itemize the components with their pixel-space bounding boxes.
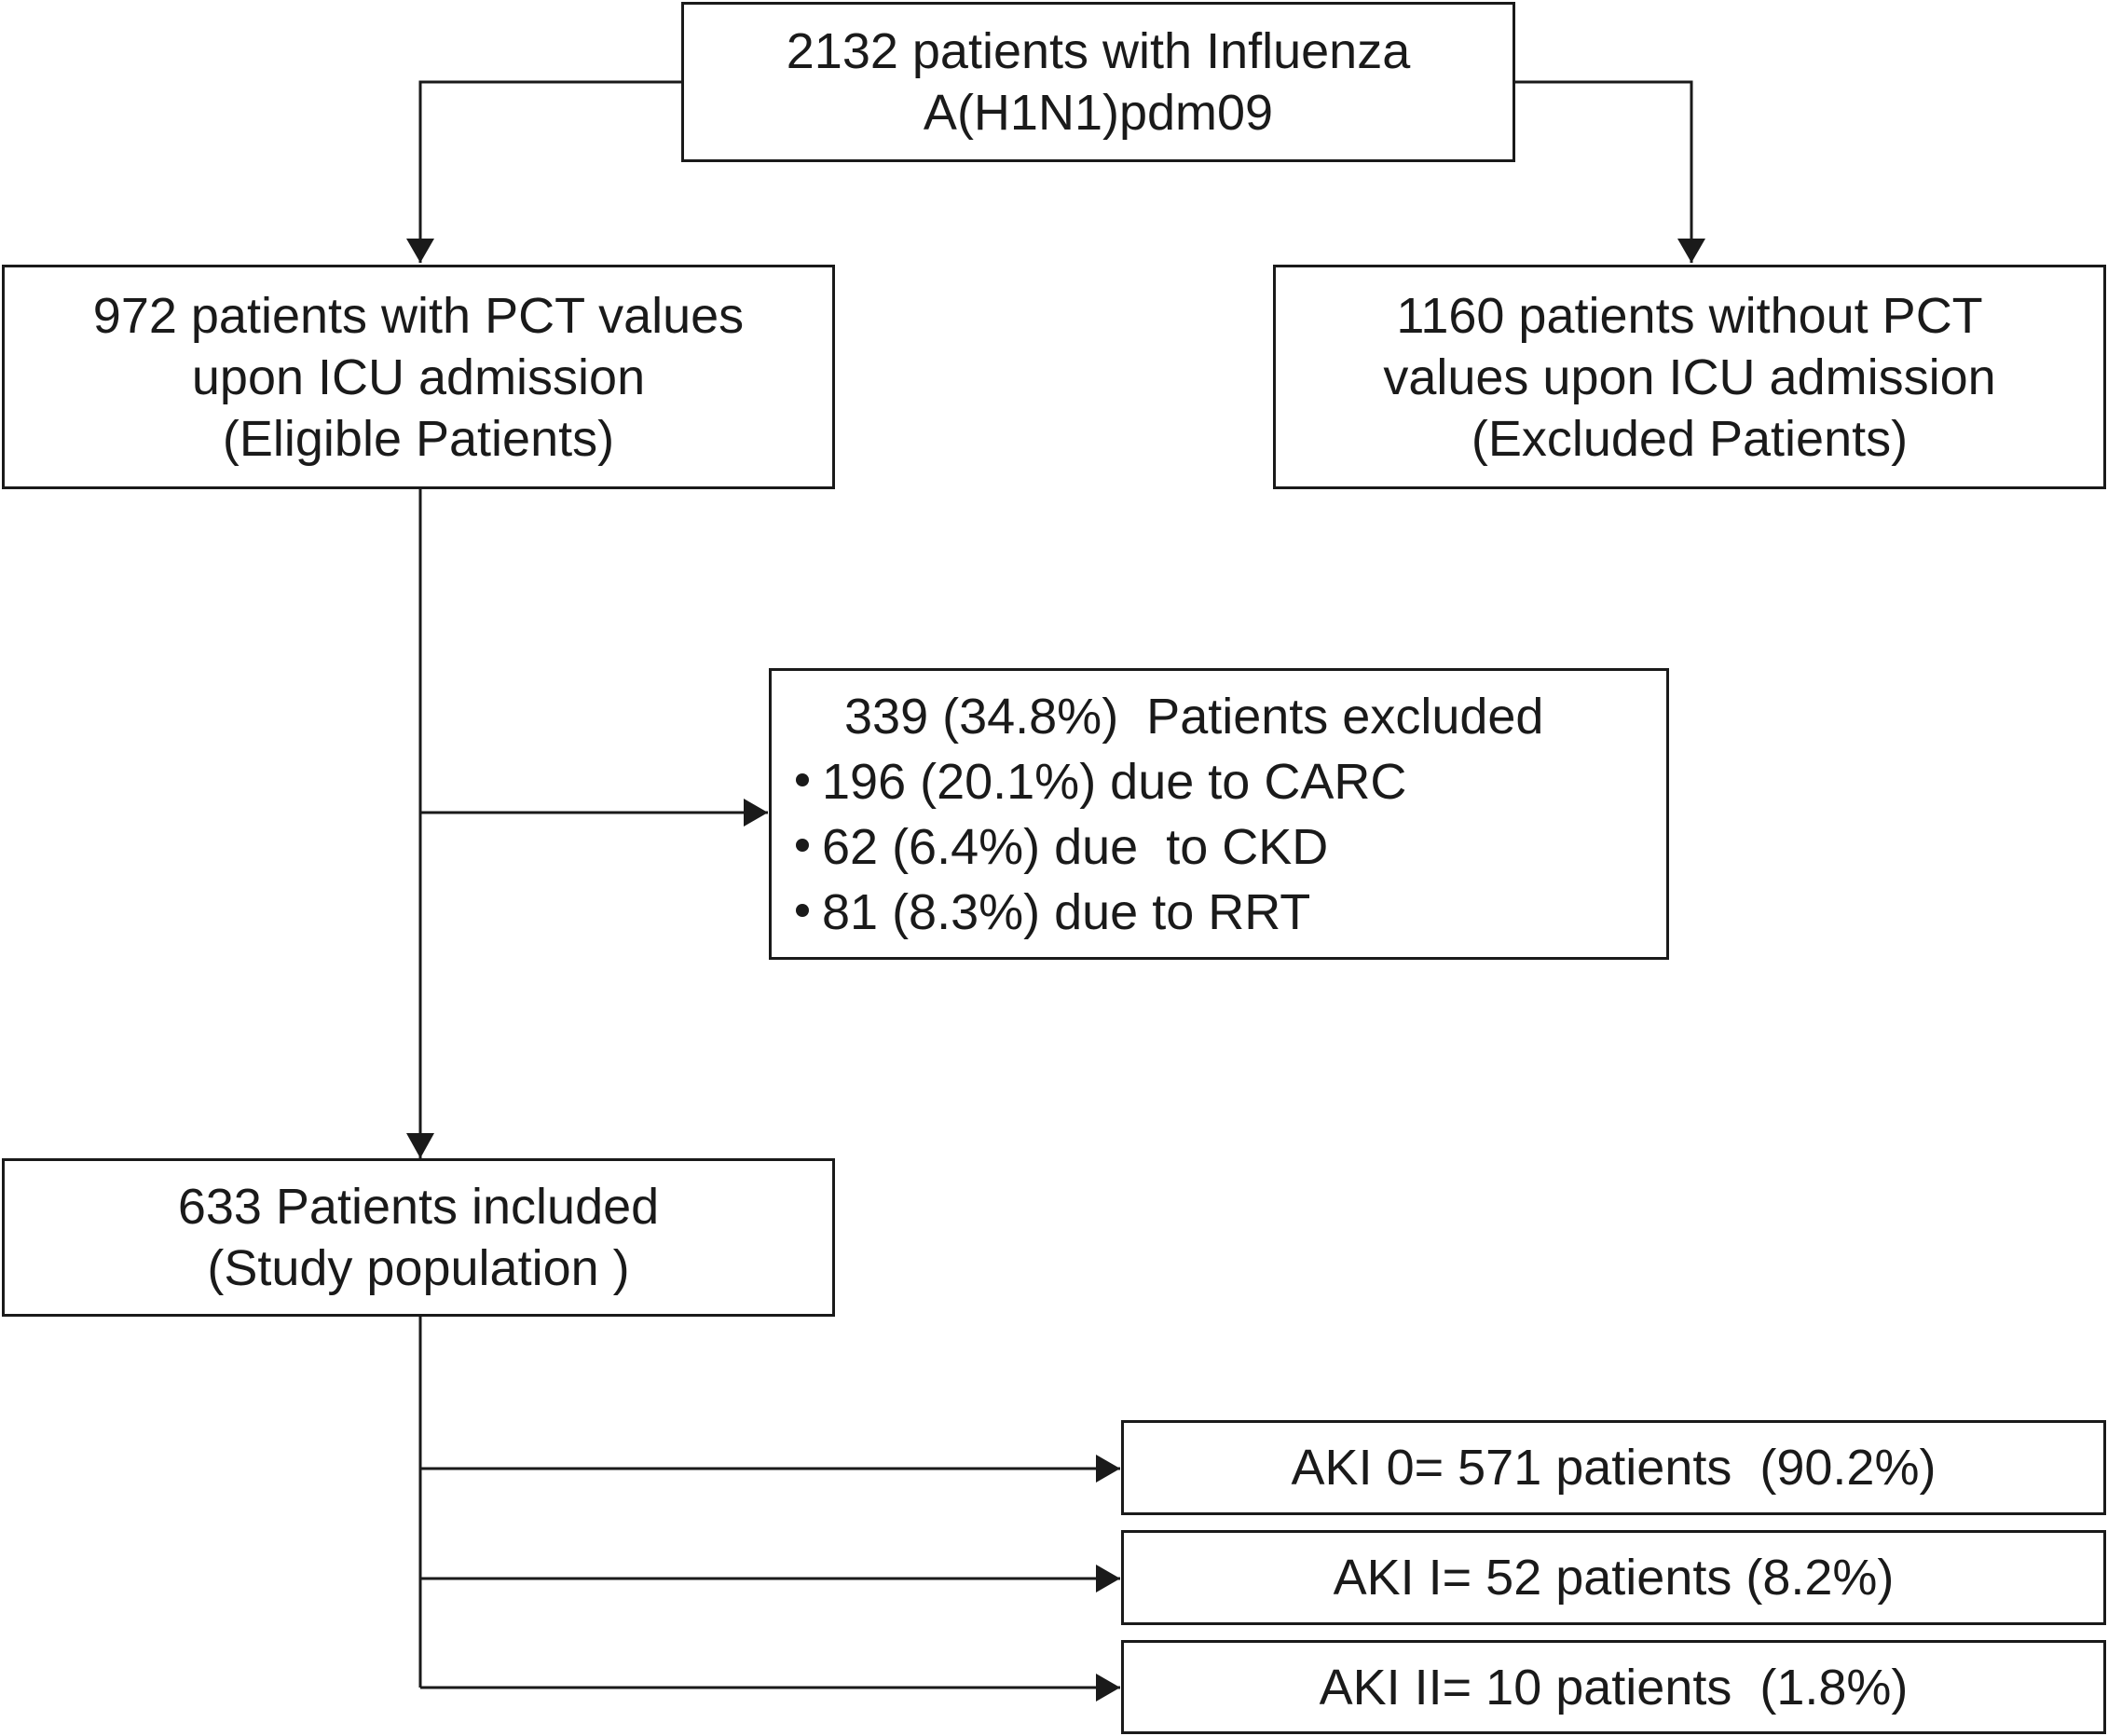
study-line-1: 633 Patients included (177, 1179, 660, 1235)
exclusions-title: 339 (34.8%) Patients excluded (844, 688, 1544, 745)
eligible-patients-box: 972 patients with PCT values upon ICU ad… (2, 265, 835, 489)
arrowhead-aki2 (1096, 1674, 1120, 1702)
arrow-source-to-excluded-no-pct (1515, 80, 1693, 263)
bullet-icon (796, 839, 809, 853)
study-population-box: 633 Patients included (Study population … (2, 1158, 835, 1317)
arrowhead-eligible (406, 239, 434, 263)
study-line-2: (Study population ) (207, 1240, 630, 1296)
aki1-label: AKI I= 52 patients (8.2%) (1333, 1550, 1895, 1606)
exclusion-item-ckd: 62 (6.4%) due to CKD (796, 814, 1328, 880)
arrow-source-to-eligible (418, 80, 681, 263)
excluded-no-pct-line-3: (Excluded Patients) (1471, 410, 1909, 467)
eligible-line-2: upon ICU admission (191, 349, 646, 405)
eligible-line-3: (Eligible Patients) (222, 410, 615, 467)
exclusions-box: 339 (34.8%) Patients excluded 196 (20.1%… (769, 668, 1669, 960)
aki2-box: AKI II= 10 patients (1.8%) (1121, 1640, 2106, 1734)
source-line-2: A(H1N1)pdm09 (923, 85, 1274, 141)
source-line-1: 2132 patients with Influenza (786, 23, 1411, 79)
arrowhead-aki0 (1096, 1455, 1120, 1483)
bullet-icon (796, 904, 809, 918)
exclusion-item-rrt: 81 (8.3%) due to RRT (796, 880, 1310, 945)
bullet-icon (796, 773, 809, 787)
aki0-box: AKI 0= 571 patients (90.2%) (1121, 1420, 2106, 1515)
aki1-box: AKI I= 52 patients (8.2%) (1121, 1530, 2106, 1625)
exclusion-item-ckd-text: 62 (6.4%) due to CKD (822, 818, 1329, 875)
excluded-no-pct-line-1: 1160 patients without PCT (1396, 287, 1983, 344)
excluded-no-pct-box: 1160 patients without PCT values upon IC… (1273, 265, 2106, 489)
exclusion-item-carc: 196 (20.1%) due to CARC (796, 749, 1406, 814)
arrowhead-excluded-no-pct (1677, 239, 1705, 263)
aki2-label: AKI II= 10 patients (1.8%) (1319, 1659, 1909, 1715)
arrowhead-aki1 (1096, 1565, 1120, 1592)
excluded-no-pct-line-2: values upon ICU admission (1383, 349, 1996, 405)
exclusion-item-carc-text: 196 (20.1%) due to CARC (822, 753, 1407, 810)
source-population-box: 2132 patients with Influenza A(H1N1)pdm0… (681, 2, 1515, 162)
arrowhead-included (406, 1133, 434, 1158)
eligible-line-1: 972 patients with PCT values (92, 287, 745, 344)
arrowhead-exclusions (744, 799, 768, 827)
exclusion-item-rrt-text: 81 (8.3%) due to RRT (822, 883, 1311, 940)
aki0-label: AKI 0= 571 patients (90.2%) (1291, 1440, 1937, 1496)
